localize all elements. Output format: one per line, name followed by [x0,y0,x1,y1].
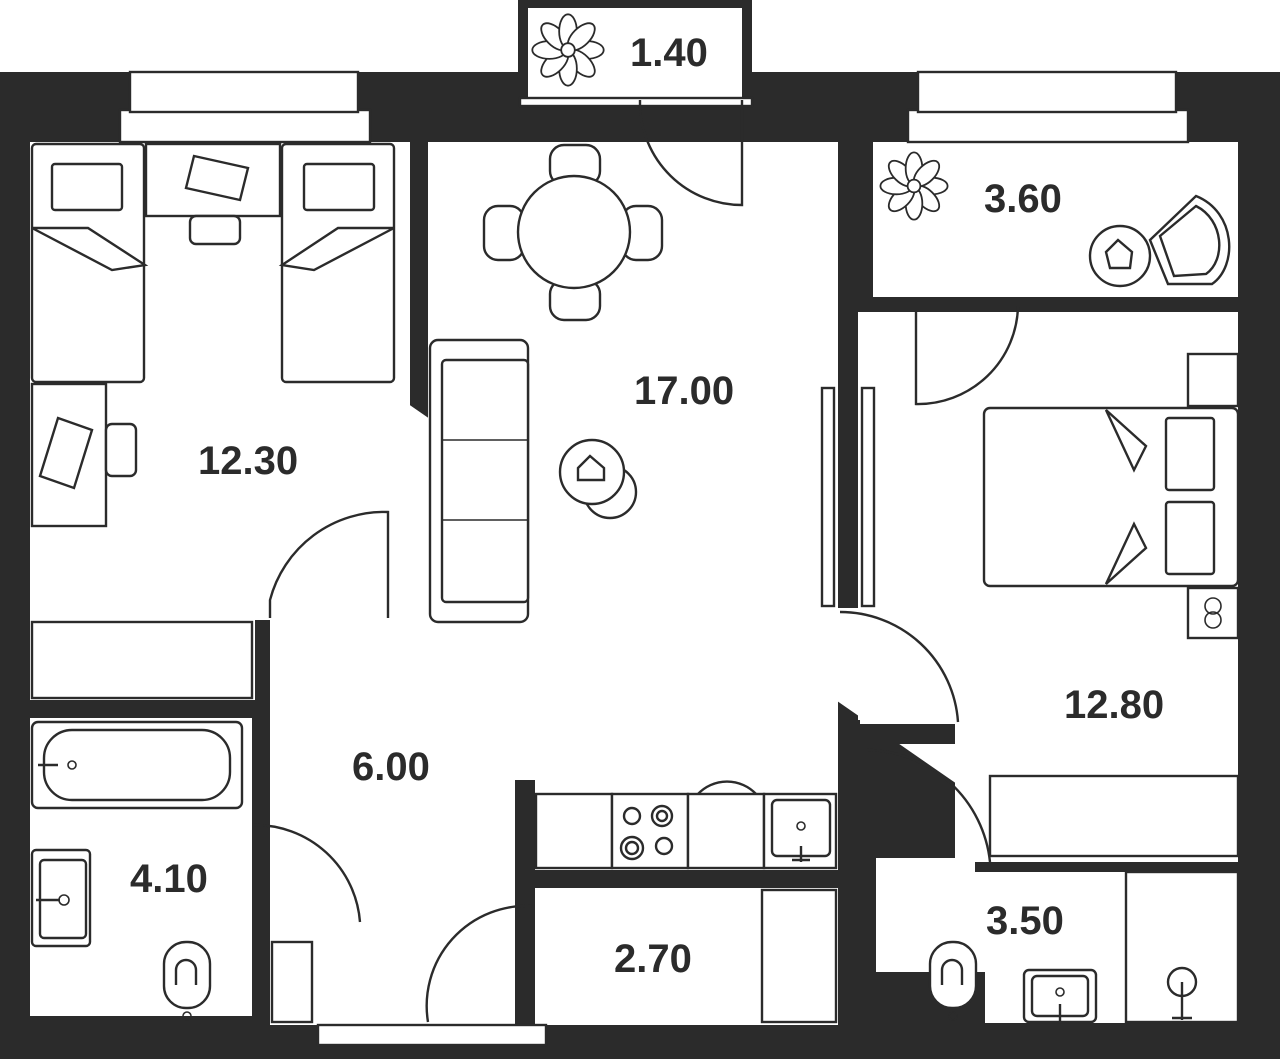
area-master-bedroom: 12.80 [1064,683,1164,727]
area-living-kitchen: 17.00 [634,369,734,413]
interior-walls [0,142,1280,1059]
area-balcony: 1.40 [630,31,708,75]
flower-icon [560,42,576,58]
kitchen-counter [534,780,838,870]
ensuite-sink [1022,968,1098,1024]
bathtub [30,720,244,810]
loggia-chair [1088,194,1231,288]
coffee-table [558,438,638,520]
area-storage: 2.70 [614,937,692,981]
sofa [428,338,530,624]
kids-bed-left [30,142,149,384]
toilet-bath [162,940,212,1021]
master-bed [982,352,1240,640]
area-loggia: 3.60 [984,177,1062,221]
bath-sink [30,848,92,948]
wardrobe-kids [30,620,254,700]
flower-icon [906,178,922,194]
kids-bed-right [278,142,396,384]
doors [253,100,1020,1023]
windows [118,70,1190,1047]
toilet-ensuite [928,940,978,1021]
area-kids-bedroom: 12.30 [198,439,298,483]
area-labels: 1.40 12.30 17.00 3.60 12.80 6.00 4.10 2.… [130,31,1164,981]
area-hallway: 6.00 [352,745,430,789]
storage-shelf [760,888,838,1024]
wardrobe-master [988,774,1240,858]
boiler-panel [270,940,314,1024]
shower [1124,870,1240,1024]
kids-desk-top [144,142,282,246]
area-bathroom: 4.10 [130,857,208,901]
kids-desk-side [30,382,138,528]
dining-table [482,143,664,322]
area-ensuite: 3.50 [986,899,1064,943]
wall-unit [820,386,876,608]
